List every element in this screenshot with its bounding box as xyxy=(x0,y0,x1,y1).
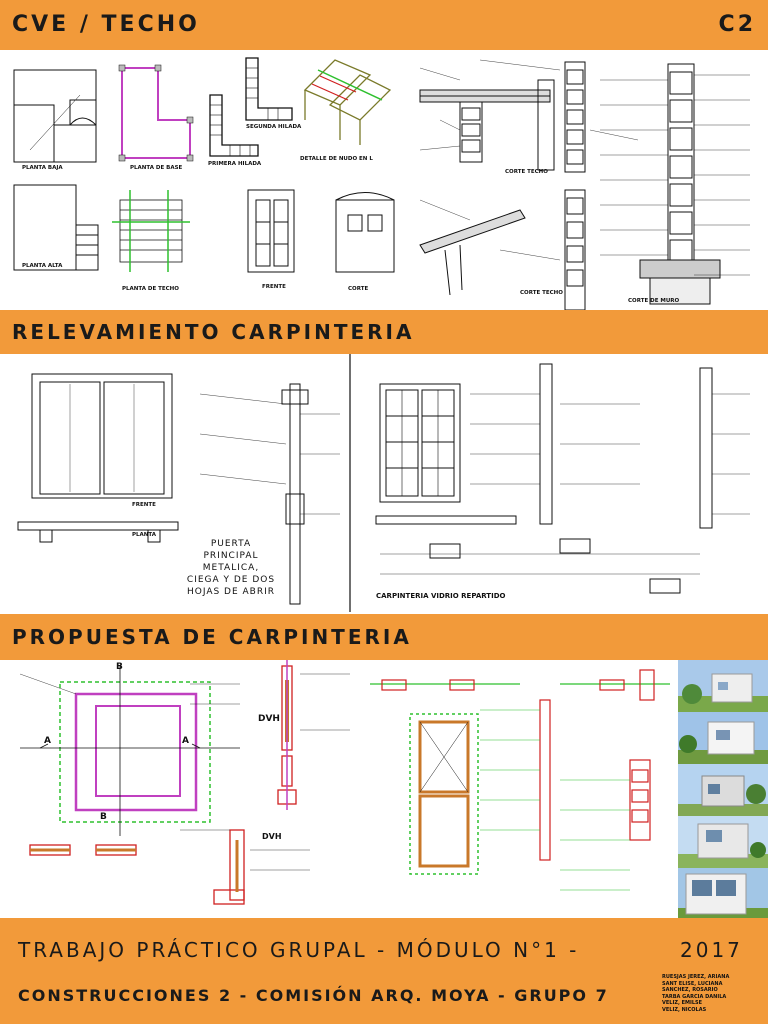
label-planta-alta: PLANTA ALTA xyxy=(22,263,63,269)
member-name: RUESJAS JEREZ, ARIANA xyxy=(662,974,730,980)
footer-year: 2017 xyxy=(680,938,743,962)
footer-title: TRABAJO PRÁCTICO GRUPAL - MÓDULO N°1 - xyxy=(18,938,580,962)
member-name: SANT ELISE, LUCIANA xyxy=(662,980,723,987)
render-image-4 xyxy=(678,816,768,868)
render-image-5 xyxy=(678,868,768,920)
label-corte-muro: CORTE DE MURO xyxy=(628,298,680,304)
marker-b-top: B xyxy=(116,662,123,672)
group-members: RUESJAS JEREZ, ARIANA SANT ELISE, LUCIAN… xyxy=(662,974,729,1013)
sheet-code: C2 xyxy=(718,12,756,37)
footer-band: TRABAJO PRÁCTICO GRUPAL - MÓDULO N°1 - 2… xyxy=(0,918,768,1024)
label-corte-techo-bottom: CORTE TECHO xyxy=(520,290,563,296)
member-name: VELIZ, EMILSE xyxy=(662,1000,703,1006)
member-name: VELIZ, NICOLAS xyxy=(662,1006,707,1013)
puerta-note: PUERTA PRINCIPAL METALICA, CIEGA Y DE DO… xyxy=(186,539,276,597)
marker-a-left: A xyxy=(44,736,51,746)
marker-b-bottom: B xyxy=(100,812,107,822)
label-planta-puerta: PLANTA xyxy=(132,532,156,538)
label-planta-base: PLANTA DE BASE xyxy=(130,165,183,171)
label-dvh-2: DVH xyxy=(262,832,282,841)
member-name: TARBA GARCIA DANILA xyxy=(662,993,727,1000)
render-image-1 xyxy=(678,660,768,712)
label-primera-hilada: PRIMERA HILADA xyxy=(208,161,262,167)
label-segunda-hilada: SEGUNDA HILADA xyxy=(246,124,302,130)
relevamiento-drawings xyxy=(17,354,750,612)
propuesta-drawings xyxy=(19,660,670,905)
section-title: PROPUESTA DE CARPINTERIA xyxy=(12,625,412,649)
cve-techo-drawings xyxy=(13,57,750,310)
marker-a-right: A xyxy=(182,736,189,746)
cve-techo-drawings-panel: PLANTA BAJA PLANTA DE BASE PRIMERA HILAD… xyxy=(0,50,768,310)
section-title: CVE / TECHO xyxy=(12,12,200,37)
label-planta-techo: PLANTA DE TECHO xyxy=(122,286,179,292)
label-detalle-nudo: DETALLE DE NUDO EN L xyxy=(300,156,373,162)
member-name: SANCHEZ, ROSARIO xyxy=(662,987,718,993)
render-image-3 xyxy=(678,764,768,816)
section-band-cve-techo: CVE / TECHO C2 xyxy=(0,0,768,50)
propuesta-drawings-panel: A A B B DVH DVH xyxy=(0,660,678,918)
section-band-relevamiento: RELEVAMIENTO CARPINTERIA xyxy=(0,310,768,354)
label-frente: FRENTE xyxy=(262,284,286,290)
render-image-2 xyxy=(678,712,768,764)
section-band-propuesta: PROPUESTA DE CARPINTERIA xyxy=(0,614,768,660)
label-corte-techo-top: CORTE TECHO xyxy=(505,169,548,175)
label-corte: CORTE xyxy=(348,286,369,292)
relevamiento-drawings-panel: FRENTE PLANTA PUERTA PRINCIPAL METALICA,… xyxy=(0,354,768,612)
label-planta-baja: PLANTA BAJA xyxy=(22,165,63,171)
label-frente-puerta: FRENTE xyxy=(132,502,156,508)
label-dvh-1: DVH xyxy=(258,714,280,724)
label-carpinteria-vidrio: CARPINTERIA VIDRIO REPARTIDO xyxy=(376,592,506,600)
section-title: RELEVAMIENTO CARPINTERIA xyxy=(12,320,415,344)
footer-subtitle: CONSTRUCCIONES 2 - COMISIÓN ARQ. MOYA - … xyxy=(18,986,609,1005)
